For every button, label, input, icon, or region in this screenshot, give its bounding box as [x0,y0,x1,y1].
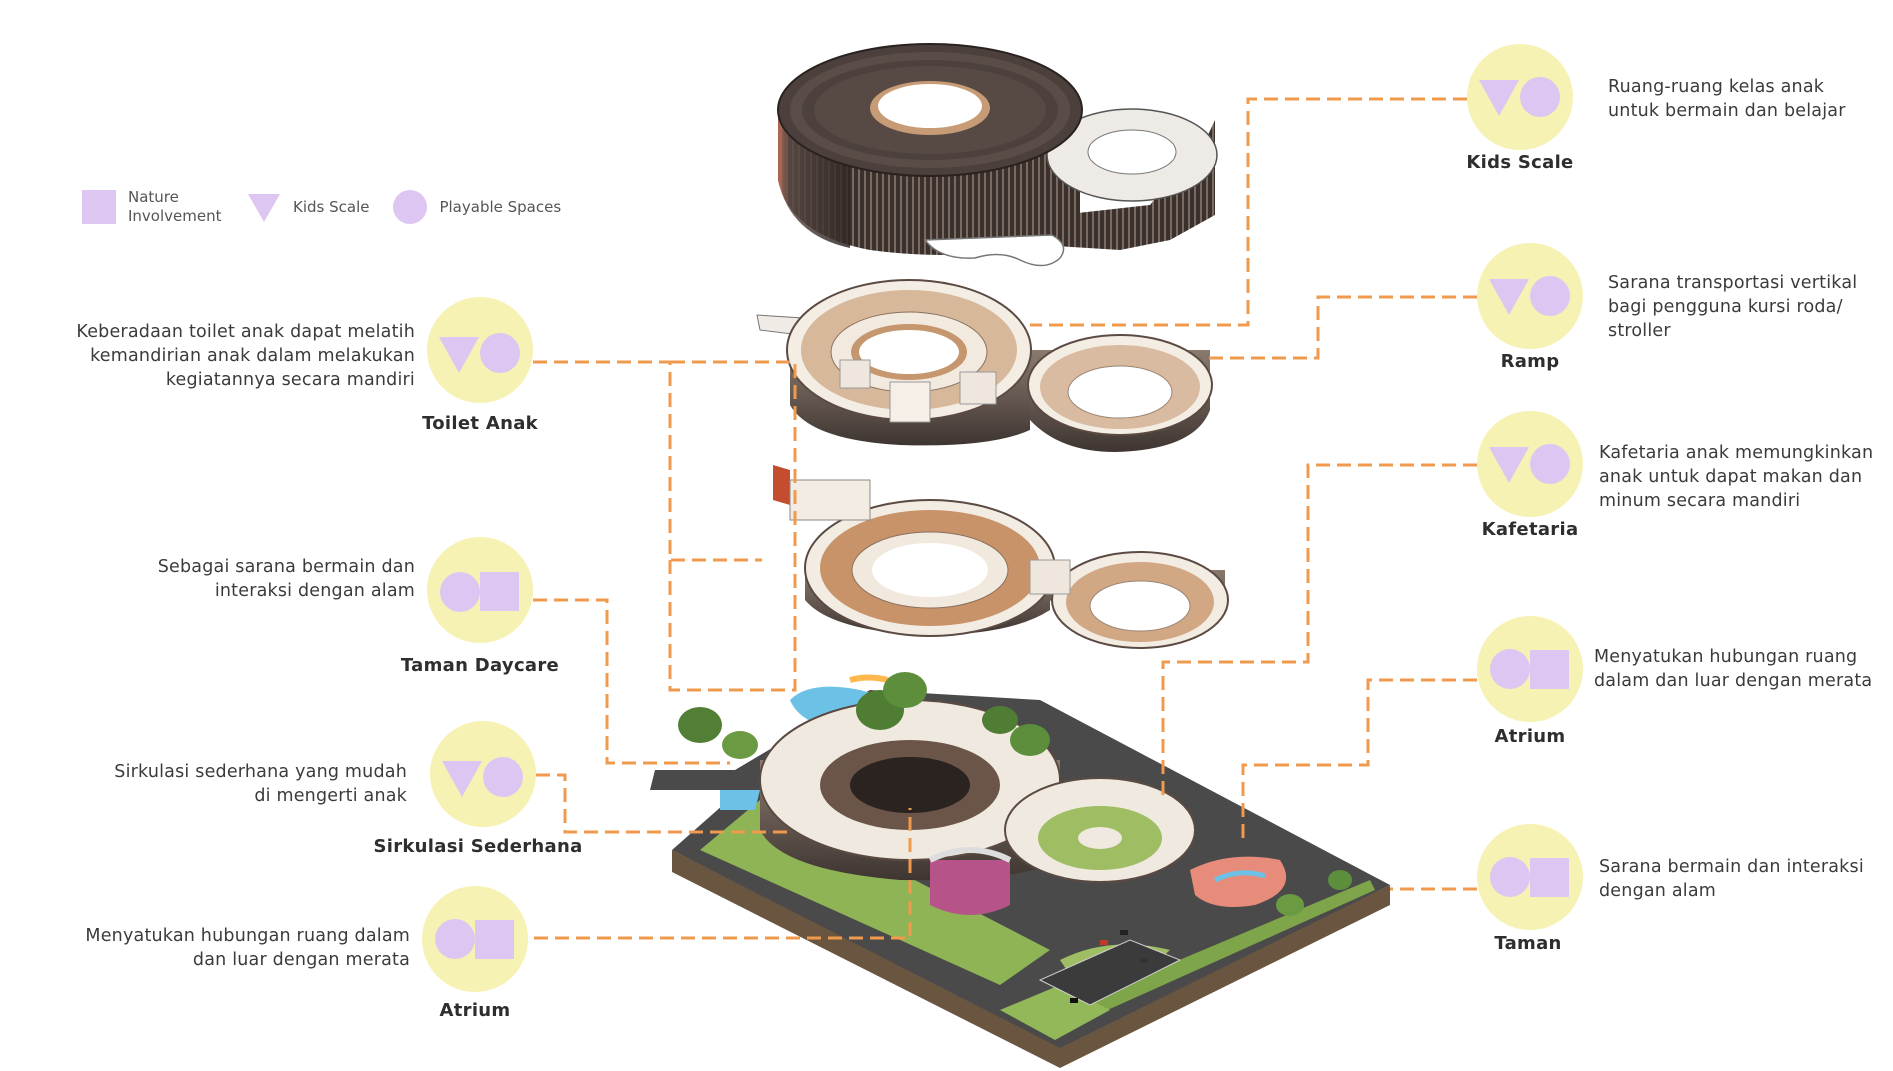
badge-taman [1477,824,1583,930]
title-kafetaria: Kafetaria [1481,519,1579,540]
description-toilet-anak: Keberadaan toilet anak dapat melatih kem… [76,322,415,390]
connector-taman-daycare [533,598,730,765]
badge-kids-scale [1467,44,1573,150]
title-toilet-anak: Toilet Anak [422,413,538,434]
legend-label: Playable Spaces [439,197,562,216]
badge-kafetaria [1477,411,1583,517]
connector-atrium-right [1241,678,1477,840]
legend-item-kids-scale: Kids Scale [245,188,369,226]
square-icon [480,572,519,611]
legend-label: Nature Involvement [128,188,222,225]
triangle-icon [1489,279,1529,315]
middle-floor-layer [773,465,1229,649]
connector-ramp [1205,295,1477,360]
description-kafetaria: Kafetaria anak memungkinkan anak untuk d… [1599,443,1874,511]
circle-icon [1530,444,1570,484]
site-ground-layer [650,672,1390,1068]
circle-icon [440,572,480,612]
roof-layer [777,43,1218,267]
title-atrium-right: Atrium [1494,726,1566,747]
badge-atrium-left [422,886,528,992]
badge-sirkulasi-sederhana [430,721,536,827]
description-sirkulasi-sederhana: Sirkulasi sederhana yang mudah di menger… [114,762,407,806]
circle-icon [435,919,475,959]
description-taman-daycare: Sebagai sarana bermain dan interaksi den… [157,557,415,601]
square-icon [1530,858,1569,897]
triangle-icon [1489,447,1529,483]
square-icon [82,190,116,224]
title-ramp: Ramp [1500,351,1560,372]
legend-item-playable-spaces: Playable Spaces [391,188,561,226]
legend-item-nature-involvement: Nature Involvement [80,188,223,226]
title-taman-daycare: Taman Daycare [400,655,560,676]
triangle-icon [1479,80,1519,116]
description-atrium-right: Menyatukan hubungan ruang dalam dan luar… [1594,647,1873,691]
description-kids-scale: Ruang-ruang kelas anak untuk bermain dan… [1608,77,1846,121]
title-kids-scale: Kids Scale [1466,152,1574,173]
badge-toilet-anak [427,297,533,403]
badge-ramp [1477,243,1583,349]
legend: Nature Involvement Kids Scale Playable S… [80,188,583,226]
circle-icon [483,757,523,797]
description-ramp: Sarana transportasi vertikal bagi penggu… [1608,273,1858,341]
square-icon [1530,650,1569,689]
title-taman: Taman [1494,933,1562,954]
badge-atrium-right [1477,616,1583,722]
circle-icon [1520,77,1560,117]
triangle-icon [439,337,479,373]
title-atrium-left: Atrium [439,1000,511,1021]
description-atrium-left: Menyatukan hubungan ruang dalam dan luar… [85,926,410,970]
circle-icon [480,333,520,373]
legend-label: Kids Scale [293,197,370,216]
description-taman: Sarana bermain dan interaksi dengan alam [1599,857,1864,901]
connector-toilet-anak [533,360,797,692]
triangle-icon [442,761,482,797]
title-sirkulasi-sederhana: Sirkulasi Sederhana [373,836,583,857]
badge-taman-daycare [427,537,533,643]
square-icon [475,920,514,959]
connector-atrium-left [534,808,912,940]
connector-kafetaria [1161,463,1477,800]
upper-floor-layer [756,279,1213,452]
circle-icon [1530,276,1570,316]
circle-icon [1490,649,1530,689]
triangle-icon [248,194,280,222]
circle-icon [393,190,428,224]
connector-kids-scale [1030,97,1467,327]
connector-sirkulasi-sederhana [536,773,790,834]
circle-icon [1490,857,1530,897]
